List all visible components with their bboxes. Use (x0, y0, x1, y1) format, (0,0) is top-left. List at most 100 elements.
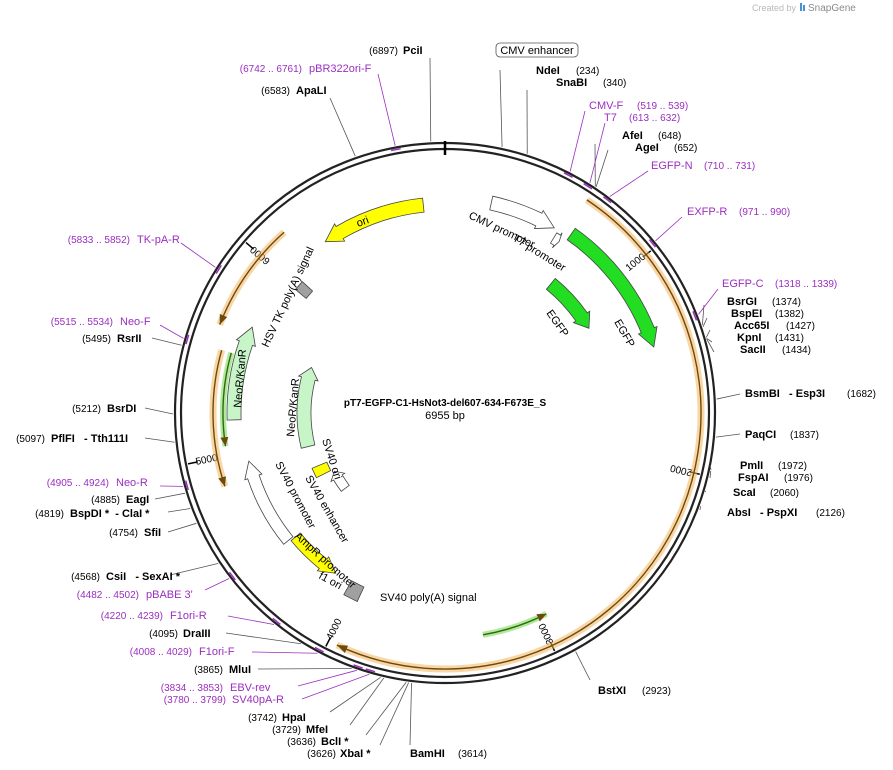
primer-pos: (5833 .. 5852) (68, 235, 130, 246)
primer-mark-9 (228, 571, 236, 581)
primer-mark-12 (353, 664, 363, 669)
enzyme-pos: (4885) (91, 495, 120, 506)
enzyme-name: AbsI - PspXI (727, 507, 797, 519)
enzyme-leader-8 (706, 338, 713, 343)
enzyme-leader-13 (709, 470, 712, 479)
enzyme-name: PaqCI (745, 429, 776, 441)
enzyme-leader-21 (329, 676, 381, 713)
enzyme-pos: (1837) (790, 430, 819, 441)
primer-name: EXFP-R (687, 206, 727, 218)
enzyme-name: PmlI (740, 460, 763, 472)
orf-green-arrowhead-left (220, 436, 229, 447)
enzyme-name: BclI * (321, 736, 349, 748)
egfp-outer-arrow (566, 227, 658, 348)
enzyme-pos: (648) (658, 131, 681, 142)
enzyme-name: KpnI (737, 332, 761, 344)
primer-name: TK-pA-R (137, 234, 180, 246)
enzyme-leader-29 (144, 407, 174, 415)
enzyme-name: MluI (229, 664, 251, 676)
enzyme-name: AgeI (635, 142, 659, 154)
enzyme-leader-4 (595, 149, 609, 187)
tick-mark-6000 (245, 242, 255, 250)
enzyme-leader-28 (144, 437, 175, 443)
primer-pos: (519 .. 539) (637, 101, 688, 112)
primer-mark-5 (692, 311, 698, 321)
enzyme-name: BsrDI (107, 403, 136, 415)
enzyme-leader-17 (409, 682, 412, 746)
enzyme-pos: (2923) (642, 686, 671, 697)
tick-mark-5000 (187, 461, 198, 465)
enzyme-pos: (4568) (71, 572, 100, 583)
f1-ori-arrow (290, 532, 337, 574)
primer-leader-0 (377, 73, 396, 146)
primer-mark-1 (563, 172, 573, 178)
primer-mark-0 (390, 147, 401, 152)
cmv-enhancer-box: CMV enhancer (495, 42, 579, 58)
enzyme-pos: (5495) (82, 334, 111, 345)
credit-brand: SnapGene (808, 3, 856, 14)
enzyme-leader-15 (699, 506, 701, 511)
enzyme-leader-9 (706, 338, 715, 353)
orf-arrowhead-left-lower (218, 476, 226, 487)
primer-mark-8 (184, 480, 189, 491)
primer-name: F1ori-R (170, 610, 207, 622)
primer-mark-7 (185, 334, 190, 345)
enzyme-pos: (3636) (287, 737, 316, 748)
enzyme-pos: (2060) (770, 488, 799, 499)
enzyme-name: DraIII (183, 628, 211, 640)
primer-leader-6 (180, 242, 216, 268)
features (226, 195, 658, 603)
primer-leader-4 (655, 216, 683, 242)
enzyme-pos: (1431) (775, 333, 804, 344)
tick-label-2000: 2000 (669, 462, 694, 478)
primer-leader-13 (301, 673, 370, 700)
enzyme-pos: (234) (576, 66, 599, 77)
primer-name: F1ori-F (199, 646, 235, 658)
orf-arc-egfp-cds (336, 199, 702, 670)
primer-pos: (6742 .. 6761) (240, 64, 302, 75)
orf-green-arrowhead-bottom (536, 613, 547, 622)
enzyme-pos: (5097) (16, 434, 45, 445)
enzyme-leader-11 (715, 433, 741, 438)
enzyme-name: XbaI * (340, 748, 371, 760)
egfp-inner-arrow (545, 277, 591, 329)
hsv-tk-polya-box (294, 281, 314, 299)
primer-pos: (3834 .. 3853) (161, 683, 223, 694)
enzyme-pos: (1434) (782, 345, 811, 356)
enzyme-leader-1 (499, 69, 503, 148)
primer-leader-1 (569, 110, 586, 172)
enzyme-pos: (652) (674, 143, 697, 154)
primer-mark-3 (602, 196, 612, 204)
enzyme-pos: (3614) (458, 749, 487, 760)
primer-pos: (1318 .. 1339) (775, 279, 837, 290)
snapgene-credit: Created by SnapGene (752, 3, 856, 14)
enzyme-name: SacII (740, 344, 766, 356)
tick-label-5000: 5000 (195, 453, 219, 468)
enzyme-name: SfiI (144, 527, 161, 539)
primer-name: pBR322ori-F (309, 63, 372, 75)
orf-green-bottom-halo (482, 611, 548, 638)
enzyme-name: ScaI (733, 487, 756, 499)
enzyme-name: BspDI * - ClaI * (70, 508, 150, 520)
enzyme-name: BsrGI (727, 296, 757, 308)
primer-name: EGFP-C (722, 278, 764, 290)
enzyme-name: FspAI (738, 472, 769, 484)
primer-name: EGFP-N (651, 160, 693, 172)
enzyme-name: PflFI - Tth111I (51, 433, 128, 445)
enzyme-pos: (1427) (786, 321, 815, 332)
enzyme-leader-14 (704, 490, 706, 493)
primer-name: Neo-F (120, 316, 151, 328)
primer-leader-9 (204, 578, 230, 591)
enzyme-name: RsrII (117, 333, 141, 345)
enzyme-labels: (6897) PciI NdeI (234) SnaBI (340) AfeI … (16, 45, 876, 760)
primer-mark-11 (314, 646, 324, 653)
sv40-polya-box (343, 580, 365, 603)
primer-name: T7 (604, 112, 617, 124)
ori-label: ori (355, 214, 371, 229)
enzyme-pos: (4095) (149, 629, 178, 640)
enzyme-name: BsmBI - Esp3I (745, 388, 825, 400)
enzyme-pos: (3742) (248, 713, 277, 724)
primer-leader-11 (251, 651, 318, 654)
enzyme-name: EagI (126, 494, 149, 506)
orf-arcs (209, 196, 705, 673)
